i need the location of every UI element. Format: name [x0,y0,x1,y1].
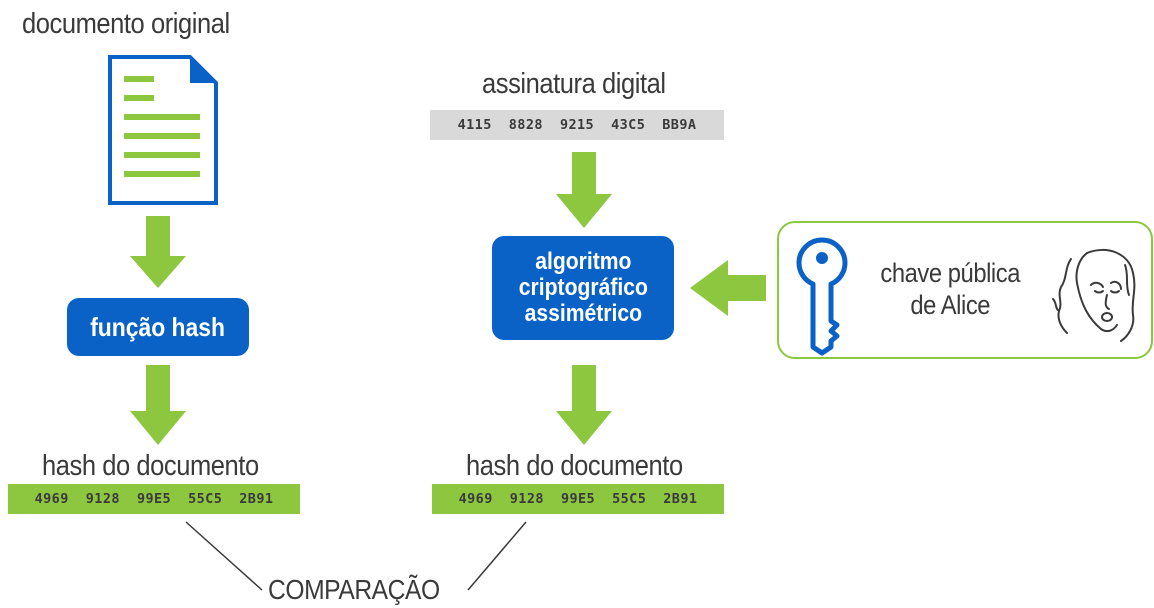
hash-function-label: função hash [90,311,226,342]
hash-function-box: função hash [67,298,249,356]
hash-left-value: 4969 9128 99E5 55C5 2B91 [8,484,300,514]
key-icon [796,237,848,356]
signature-value: 4115 8828 9215 43C5 BB9A [430,110,724,140]
public-key-label: chave pública de Alice [880,258,1020,320]
algorithm-label: algoritmo criptográfico assimétrico [518,248,648,327]
document-icon [108,55,218,205]
arrow-down-4 [556,365,612,445]
hash-left-label: hash do documento [42,450,259,482]
arrow-down-1 [130,216,186,288]
comparison-label: COMPARAÇÃO [268,574,440,605]
alice-portrait-icon [1052,248,1136,342]
digital-signature-label: assinatura digital [482,68,666,100]
arrow-left [690,260,766,316]
arrow-down-2 [130,365,186,445]
public-key-card: chave pública de Alice [777,221,1153,359]
arrow-down-3 [556,152,612,228]
hash-right-value: 4969 9128 99E5 55C5 2B91 [432,484,724,514]
original-document-label: documento original [22,8,230,40]
algorithm-box: algoritmo criptográfico assimétrico [492,236,674,340]
hash-right-label: hash do documento [466,450,683,482]
